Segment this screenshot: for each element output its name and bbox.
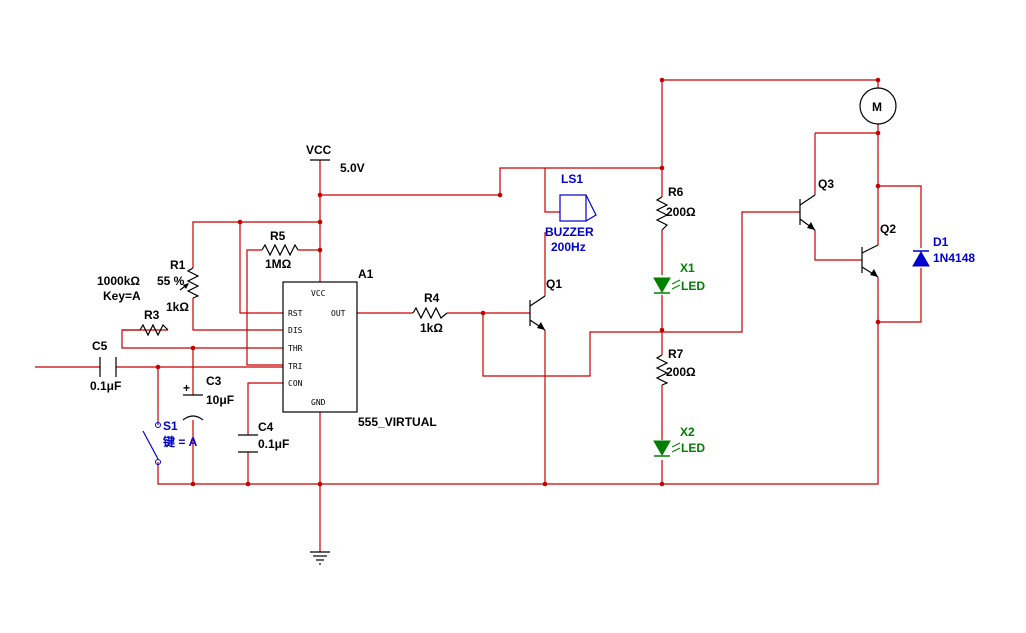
r1-key: Key=A — [103, 289, 141, 303]
motor-symbol: M — [872, 100, 882, 114]
r1-max: 1000kΩ — [97, 274, 140, 288]
x1-type: LED — [681, 279, 705, 293]
pin-thr-label: THR — [288, 344, 303, 353]
q1-ref: Q1 — [546, 277, 562, 291]
q3-ref: Q3 — [818, 177, 834, 191]
pin-tri-label: TRI — [288, 362, 303, 371]
c4-value: 0.1μF — [258, 437, 289, 451]
motor[interactable]: M — [859, 87, 897, 125]
wires — [35, 79, 922, 552]
resistor-r3[interactable]: R3 — [122, 308, 169, 337]
d1-model: 1N4148 — [933, 251, 975, 265]
pin-out-label: OUT — [331, 309, 346, 318]
s1-ref: S1 — [163, 419, 178, 433]
timer-ref: A1 — [358, 267, 374, 281]
pin-dis-label: DIS — [288, 326, 303, 335]
c5-ref: C5 — [92, 339, 108, 353]
resistor-r5[interactable]: R5 1MΩ — [261, 229, 299, 271]
r4-ref: R4 — [424, 291, 440, 305]
resistor-r7[interactable]: R7 200Ω — [655, 347, 696, 386]
capacitor-c5[interactable]: C5 0.1μF — [90, 339, 121, 393]
resistor-r6[interactable]: R6 200Ω — [655, 185, 696, 231]
r1-ref: R1 — [170, 258, 186, 272]
ls1-type: BUZZER — [545, 225, 594, 239]
r7-ref: R7 — [668, 347, 684, 361]
ground-symbol[interactable] — [310, 551, 330, 565]
vcc-value: 5.0V — [340, 161, 365, 175]
pin-rst-label: RST — [288, 309, 303, 318]
r1-setting: 55 % — [157, 274, 185, 288]
c3-ref: C3 — [206, 374, 222, 388]
r4-value: 1kΩ — [420, 321, 443, 335]
r5-value: 1MΩ — [265, 257, 292, 271]
led-x1[interactable]: X1 LED — [653, 261, 705, 294]
transistor-q2[interactable]: Q2 — [861, 222, 896, 322]
c5-value: 0.1μF — [90, 379, 121, 393]
diode-d1[interactable]: D1 1N4148 — [912, 235, 975, 267]
c3-polarity: + — [183, 381, 190, 395]
capacitor-c3[interactable]: + C3 10μF — [182, 374, 234, 421]
timer-555[interactable]: A1 555_VIRTUAL VCC RST OUT DIS THR TRI C… — [282, 267, 437, 429]
q2-ref: Q2 — [880, 222, 896, 236]
buzzer-ls1[interactable]: LS1 BUZZER 200Hz — [545, 172, 597, 254]
vcc-source[interactable]: VCC 5.0V — [306, 143, 365, 175]
transistor-q1[interactable]: Q1 — [529, 277, 562, 331]
r1-value: 1kΩ — [166, 300, 189, 314]
switch-s1[interactable]: S1 键 = A — [142, 419, 198, 465]
resistor-r4[interactable]: R4 1kΩ — [412, 291, 448, 335]
r6-value: 200Ω — [666, 205, 696, 219]
c3-value: 10μF — [206, 393, 234, 407]
timer-model: 555_VIRTUAL — [358, 415, 437, 429]
x1-ref: X1 — [680, 261, 695, 275]
ls1-ref: LS1 — [561, 172, 583, 186]
x2-type: LED — [681, 441, 705, 455]
pin-con-label: CON — [288, 379, 303, 388]
pin-gnd-label: GND — [311, 398, 326, 407]
r6-ref: R6 — [668, 185, 684, 199]
r3-ref: R3 — [144, 308, 160, 322]
x2-ref: X2 — [680, 425, 695, 439]
potentiometer-r1[interactable]: R1 55 % 1000kΩ Key=A 1kΩ — [97, 258, 200, 314]
vcc-label: VCC — [306, 143, 332, 157]
c4-ref: C4 — [258, 420, 274, 434]
capacitor-c4[interactable]: C4 0.1μF — [238, 420, 289, 453]
s1-key: 键 = A — [162, 434, 198, 449]
d1-ref: D1 — [933, 235, 949, 249]
ls1-freq: 200Hz — [551, 240, 586, 254]
r7-value: 200Ω — [666, 365, 696, 379]
transistor-q3[interactable]: Q3 — [799, 177, 834, 231]
led-x2[interactable]: X2 LED — [653, 425, 705, 457]
junctions — [155, 77, 881, 487]
pin-vcc-label: VCC — [311, 289, 326, 298]
r5-ref: R5 — [270, 229, 286, 243]
